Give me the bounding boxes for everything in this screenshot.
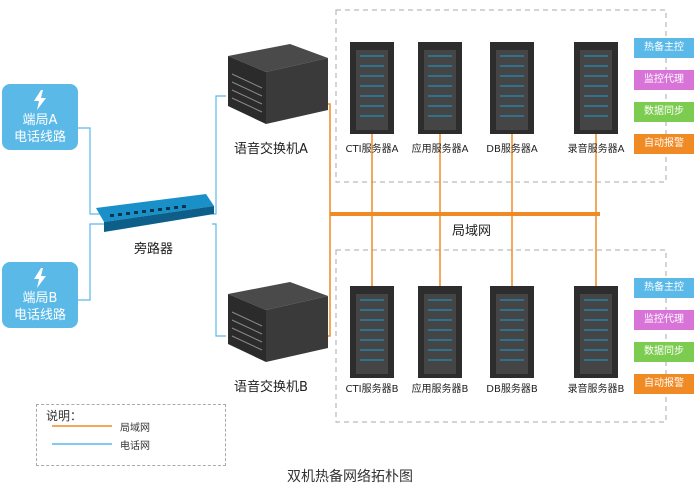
server-rack [350, 286, 394, 378]
server-racks-a [350, 42, 618, 134]
server-rack [350, 42, 394, 134]
server-label-db-a: DB服务器A [486, 144, 538, 155]
bypass-router-device [96, 194, 214, 232]
tag-data-sync-a: 数据同步 [634, 102, 694, 122]
trunk-b-box: 端局B 电话线路 [2, 262, 78, 328]
bypass-router-label: 旁路器 [134, 242, 174, 257]
tag-monitor-agent-b: 监控代理 [634, 310, 694, 330]
trunk-b-desc: 电话线路 [13, 308, 66, 323]
server-rack [418, 42, 462, 134]
server-group-a-frame [335, 9, 667, 183]
trunk-b-name: 端局B [22, 291, 58, 306]
diagram-title: 双机热备网络拓朴图 [287, 469, 413, 485]
server-label-cti-a: CTI服务器A [345, 144, 399, 155]
server-label-db-b: DB服务器B [486, 384, 538, 395]
tag-auto-alarm-b: 自动报警 [634, 374, 694, 394]
tag-hot-standby-a: 热备主控 [634, 38, 694, 58]
phone-lines [78, 95, 226, 337]
legend [36, 404, 226, 466]
server-rack [418, 286, 462, 378]
voice-switch-a-device [228, 44, 328, 124]
server-label-cti-b: CTI服务器B [345, 384, 399, 395]
tag-hot-standby-b: 热备主控 [634, 278, 694, 298]
trunk-a-name: 端局A [22, 113, 58, 128]
trunk-a-desc: 电话线路 [13, 130, 66, 145]
server-rack [574, 286, 618, 378]
tag-monitor-agent-a: 监控代理 [634, 70, 694, 90]
server-label-rec-b: 录音服务器B [567, 384, 625, 395]
legend-lan-label: 局域网 [120, 423, 150, 434]
server-label-app-b: 应用服务器B [411, 384, 469, 395]
trunk-a-box: 端局A 电话线路 [2, 84, 78, 150]
server-rack [490, 42, 534, 134]
legend-phone-label: 电话网 [120, 441, 150, 452]
voice-switch-b-label: 语音交换机B [234, 380, 308, 395]
server-rack [490, 286, 534, 378]
tag-data-sync-b: 数据同步 [634, 342, 694, 362]
server-racks-b [350, 286, 618, 378]
server-label-rec-a: 录音服务器A [567, 144, 625, 155]
lightning-icon [34, 268, 46, 288]
server-label-app-a: 应用服务器A [411, 144, 469, 155]
legend-title: 说明： [46, 409, 83, 423]
lan-label: 局域网 [452, 224, 492, 239]
server-group-b-frame [335, 249, 667, 423]
voice-switch-a-label: 语音交换机A [234, 142, 308, 157]
voice-switch-b-device [228, 282, 328, 362]
tag-auto-alarm-a: 自动报警 [634, 134, 694, 154]
server-rack [574, 42, 618, 134]
lightning-icon [34, 90, 46, 110]
